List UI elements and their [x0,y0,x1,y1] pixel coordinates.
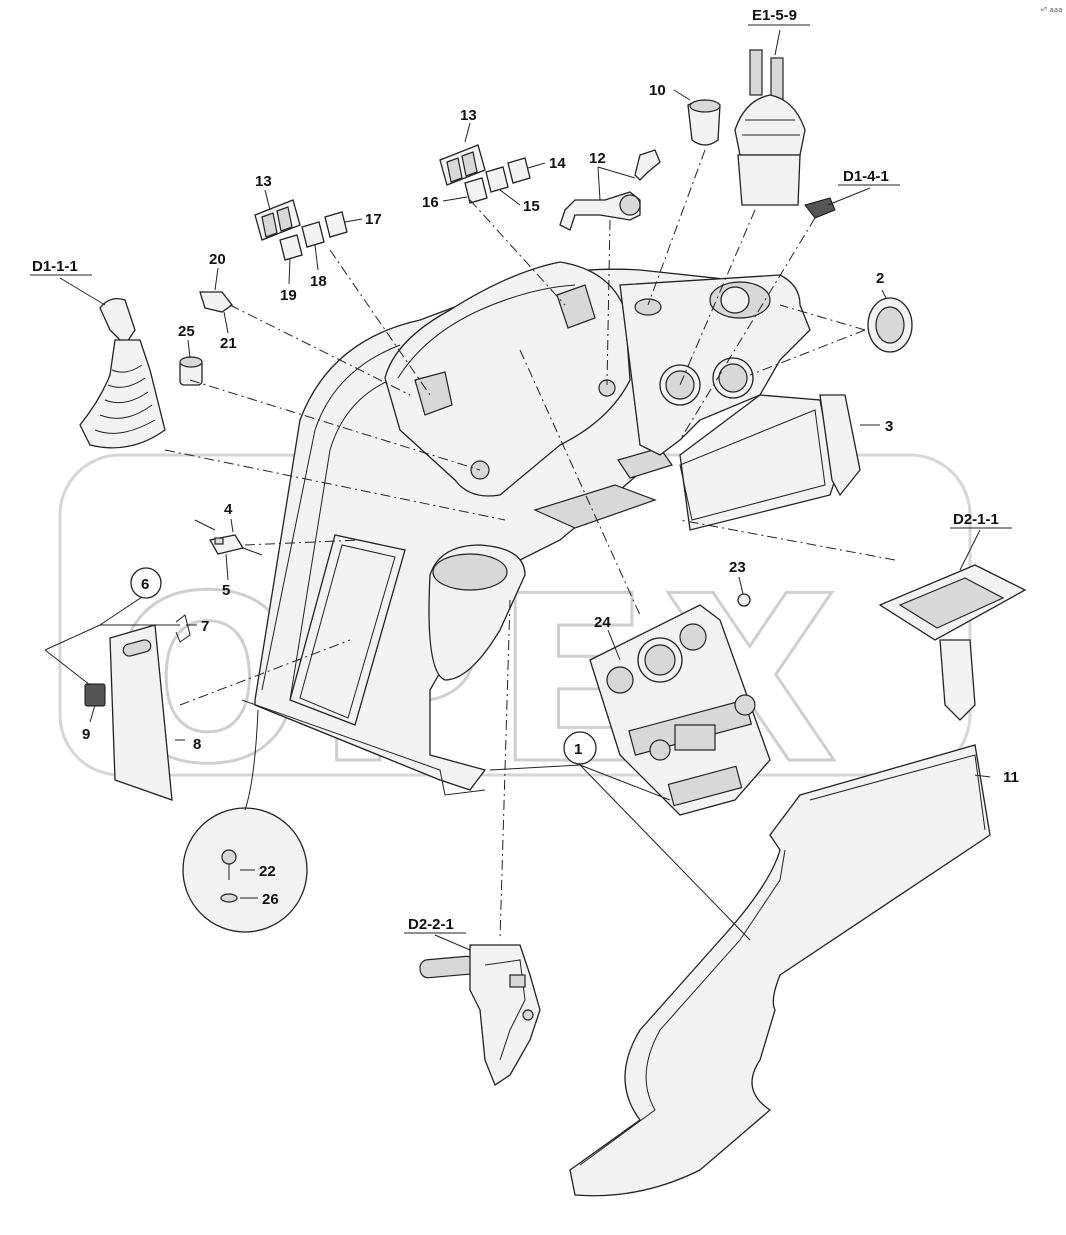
label-23: 23 [729,559,746,576]
label-18: 18 [310,273,327,290]
label-19: 19 [280,287,297,304]
e1-5-9-joystick [734,49,806,206]
ref-d1-1-1: D1-1-1 [32,258,78,275]
label-11: 11 [1003,769,1019,786]
d2-2-1-lever-assembly [419,944,541,1086]
label-15: 15 [523,198,540,215]
label-21: 21 [220,335,237,352]
dashboard-console [241,261,861,796]
label-10: 10 [649,82,666,99]
leader-lines [44,149,991,941]
part-20-socket [199,291,233,313]
ref-d2-1-1: D2-1-1 [953,511,999,528]
label-13-upper: 13 [460,107,477,124]
detail-circle-fasteners [182,807,308,933]
part-11-floor-mat [569,744,991,1197]
label-8: 8 [193,736,201,753]
part-8-panel [109,624,173,801]
label-14: 14 [549,155,566,172]
switch-group-upper [439,144,531,204]
part-23-screw [737,593,751,607]
label-7: 7 [201,618,209,635]
label-17: 17 [365,211,382,228]
part-24-instrument-cluster [589,604,771,816]
label-25: 25 [178,323,195,340]
label-3: 3 [885,418,893,435]
part-10-knob [687,99,721,146]
d1-1-1-joystick [79,297,166,449]
callout-leaders [59,29,981,951]
part-12-ignition [559,149,661,231]
part-5-clip [208,534,245,555]
label-24: 24 [594,614,611,631]
part-9-switch [84,683,106,707]
ref-e1-5-9: E1-5-9 [752,7,797,24]
part-25-button [179,356,203,386]
ref-d1-4-1: D1-4-1 [843,168,889,185]
label-2: 2 [876,270,884,287]
label-22: 22 [259,863,276,880]
ref-d2-2-1: D2-2-1 [408,916,454,933]
label-9: 9 [82,726,90,743]
label-26: 26 [262,891,279,908]
part-7-hinge [175,614,191,643]
label-1: 1 [574,741,582,758]
part-2-vent [867,297,913,353]
d2-1-1-tray [878,564,1027,721]
label-13-left: 13 [255,173,272,190]
label-4: 4 [224,501,233,518]
label-5: 5 [222,582,230,599]
d1-4-1-part [804,197,836,219]
label-16: 16 [422,194,439,211]
label-20: 20 [209,251,226,268]
label-6: 6 [141,576,149,593]
corner-mark: «ᴮ aaa [1040,6,1062,14]
switch-group-left [254,199,348,261]
label-12: 12 [589,150,606,167]
